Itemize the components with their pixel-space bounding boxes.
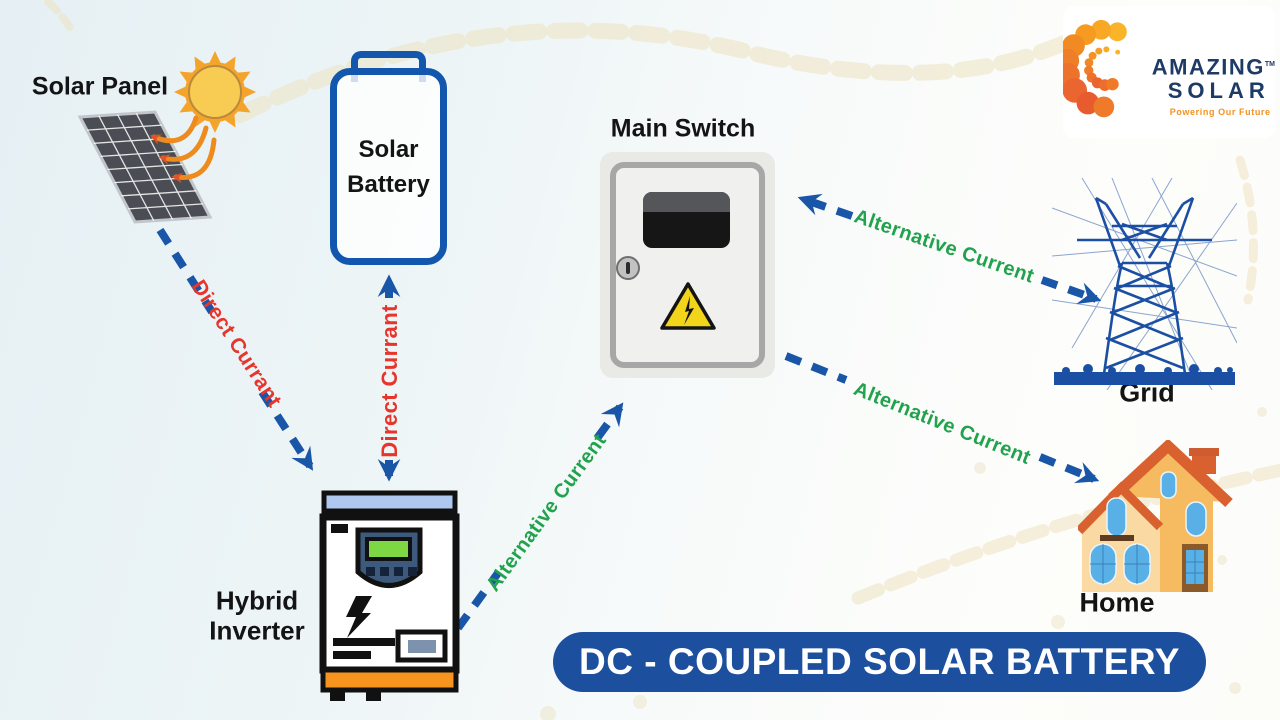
switch-display-panel [643,192,730,248]
arrow-switch-to-home [784,352,848,384]
keyhole-icon [616,256,640,280]
solar-battery-icon: Solar Battery [330,51,447,265]
grid-tower-icon [1052,178,1237,390]
logo-spiral-icon [1063,19,1127,118]
sun-rays-arrows [149,115,217,184]
amazing-solar-logo: AMAZINGTM SOLAR Powering Our Future [1063,6,1275,138]
logo-name-line2: SOLAR [1167,78,1270,104]
arrow-inverter-to-switch [454,570,502,631]
connection-label-battery-inverter: Direct Currant [377,304,402,458]
home-label: Home [1079,587,1155,618]
home-icon [1078,440,1233,592]
inverter-buttons [366,567,417,576]
logo-tagline: Powering Our Future [1169,107,1271,118]
battery-label-line2: Battery [347,170,430,198]
main-switch-label: Main Switch [610,114,756,143]
arrow-panel-to-inverter-head [258,389,314,471]
hybrid-inverter-label-line1: Hybrid [215,585,299,616]
battery-cap [351,51,426,82]
hybrid-inverter-icon [319,490,460,701]
inverter-screen [365,537,412,561]
arrow-switch-to-home-head [1038,453,1100,484]
arrow-switch-grid-right-head [1040,276,1102,305]
lightning-bolt-icon [346,596,372,638]
title-banner: DC - COUPLED SOLAR BATTERY [553,632,1206,692]
logo-trademark: TM [1264,60,1275,68]
panel-surface [77,110,213,224]
title-text: DC - COUPLED SOLAR BATTERY [579,641,1180,682]
battery-label-line1: Solar [358,135,419,163]
logo-name-line1: AMAZING [1151,54,1265,80]
arrow-switch-grid-left-head [797,193,854,220]
grass [1054,364,1235,385]
solar-panel-icon [77,51,256,224]
hybrid-inverter-label-line2: Inverter [209,615,305,646]
arrow-inverter-to-switch-head [594,402,624,440]
tower-structure [1077,196,1212,375]
main-switch-icon [600,152,775,378]
sun-icon [174,51,256,133]
battery-body: Solar Battery [330,68,447,265]
warning-triangle-icon [660,282,716,330]
solar-panel-label: Solar Panel [31,72,169,101]
